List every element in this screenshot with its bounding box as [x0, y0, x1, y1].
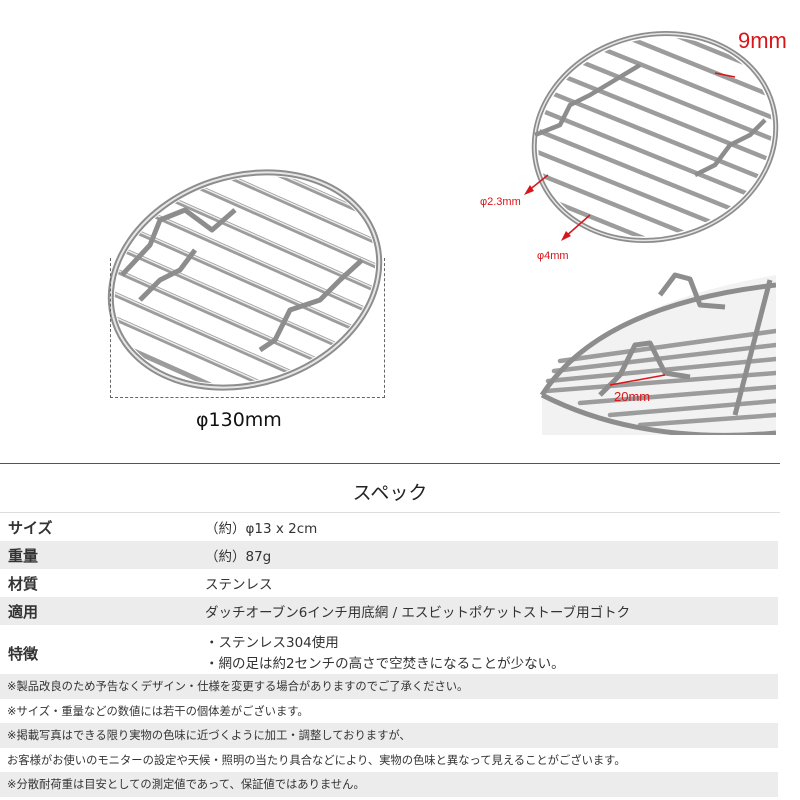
- spec-row-features: 特徴 ・ステンレス304使用 ・網の足は約2センチの高さで空焚きになることが少な…: [0, 625, 778, 682]
- spec-key: 材質: [8, 574, 39, 593]
- product-photo-area: φ130mm: [100, 25, 787, 435]
- spec-value: ・ステンレス304使用 ・網の足は約2センチの高さで空焚きになることが少ない。: [205, 633, 778, 675]
- spec-table: サイズ （約）φ13 x 2cm 重量 （約）87g 材質 ステンレス 適用 ダ…: [0, 513, 778, 682]
- spec-row-material: 材質 ステンレス: [0, 569, 778, 597]
- note-item: ※サイズ・重量などの数値には若干の個体差がございます。: [7, 704, 309, 718]
- wire-thick-label: φ4mm: [537, 250, 569, 262]
- spec-key: 適用: [8, 602, 39, 621]
- foot-height-label: 20mm: [614, 389, 651, 404]
- feature-line: ・ステンレス304使用: [205, 634, 339, 651]
- spec-value: （約）φ13 x 2cm: [205, 521, 318, 537]
- rack-main-image: [100, 150, 390, 395]
- note-item: ※掲載写真はできる限り実物の色味に近づくように加工・調整しておりますが、: [0, 723, 778, 748]
- leg-height-label: 9mm: [738, 28, 787, 53]
- notes-list: ※製品改良のため予告なくデザイン・仕様を変更する場合がありますのでご了承ください…: [0, 674, 778, 797]
- diameter-guide-line: [110, 258, 385, 398]
- note-item: お客様がお使いのモニターの設定や天候・照明の当たり具合などにより、実物の色味と異…: [7, 753, 626, 767]
- spec-key: サイズ: [8, 518, 53, 537]
- main-diameter-label: φ130mm: [196, 409, 282, 431]
- spec-value: （約）87g: [205, 549, 272, 565]
- wire-thin-label: φ2.3mm: [480, 196, 521, 208]
- section-divider: [0, 463, 780, 464]
- spec-title: スペック: [352, 482, 428, 504]
- feature-line: ・網の足は約2センチの高さで空焚きになることが少ない。: [205, 655, 565, 672]
- spec-row-size: サイズ （約）φ13 x 2cm: [0, 513, 778, 541]
- spec-value: ステンレス: [205, 577, 273, 593]
- spec-key: 重量: [8, 546, 39, 565]
- spec-row-weight: 重量 （約）87g: [0, 541, 778, 569]
- rack-detail-image: [540, 265, 776, 435]
- spec-title-underline: [0, 512, 780, 513]
- spec-row-usage: 適用 ダッチオーブン6インチ用底網 / エスビットポケットストーブ用ゴトク: [0, 597, 778, 625]
- note-item: ※分散耐荷重は目安としての測定値であって、保証値ではありません。: [0, 772, 778, 797]
- spec-key: 特徴: [8, 645, 39, 663]
- note-item: ※製品改良のため予告なくデザイン・仕様を変更する場合がありますのでご了承ください…: [0, 674, 778, 699]
- spec-value: ダッチオーブン6インチ用底網 / エスビットポケットストーブ用ゴトク: [205, 605, 631, 621]
- rack-top-view-image: [520, 25, 782, 245]
